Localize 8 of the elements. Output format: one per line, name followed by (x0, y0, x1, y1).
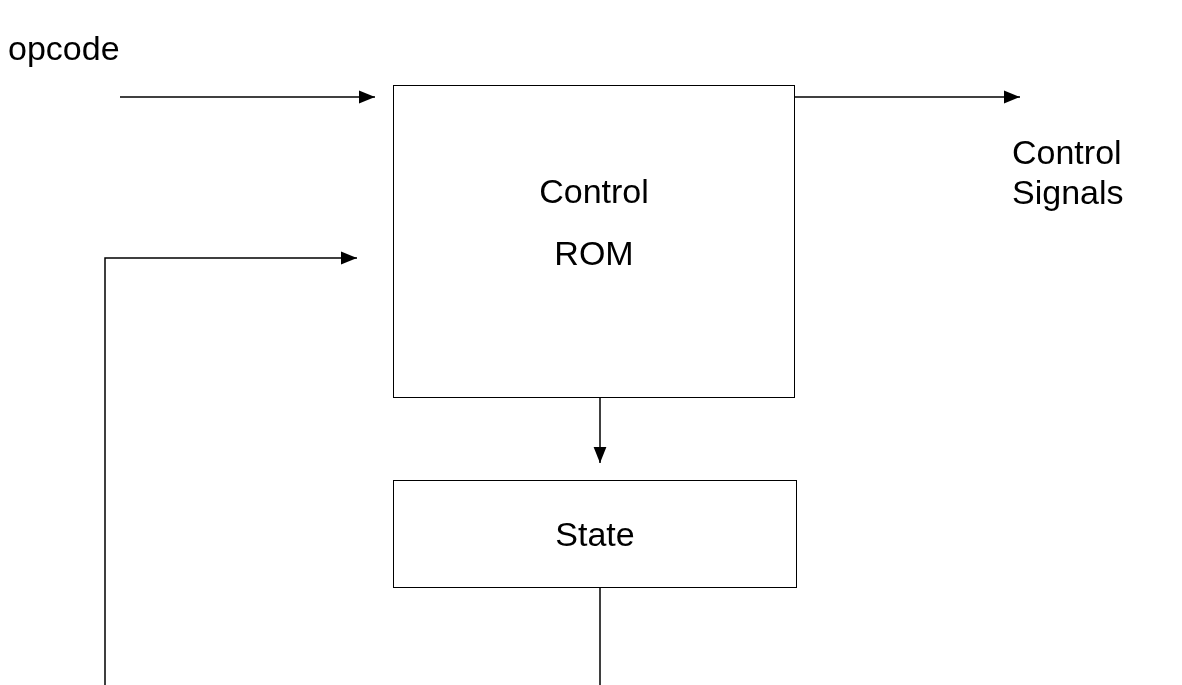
arrow (104, 251, 601, 685)
arrow (794, 90, 1021, 104)
arrow (593, 397, 607, 464)
register-box: State (393, 480, 797, 588)
signal-label: opcode (8, 28, 128, 78)
rom-box: Control ROM (393, 85, 795, 398)
arrow (119, 90, 376, 104)
signal-label: Control Signals (1012, 132, 1152, 272)
